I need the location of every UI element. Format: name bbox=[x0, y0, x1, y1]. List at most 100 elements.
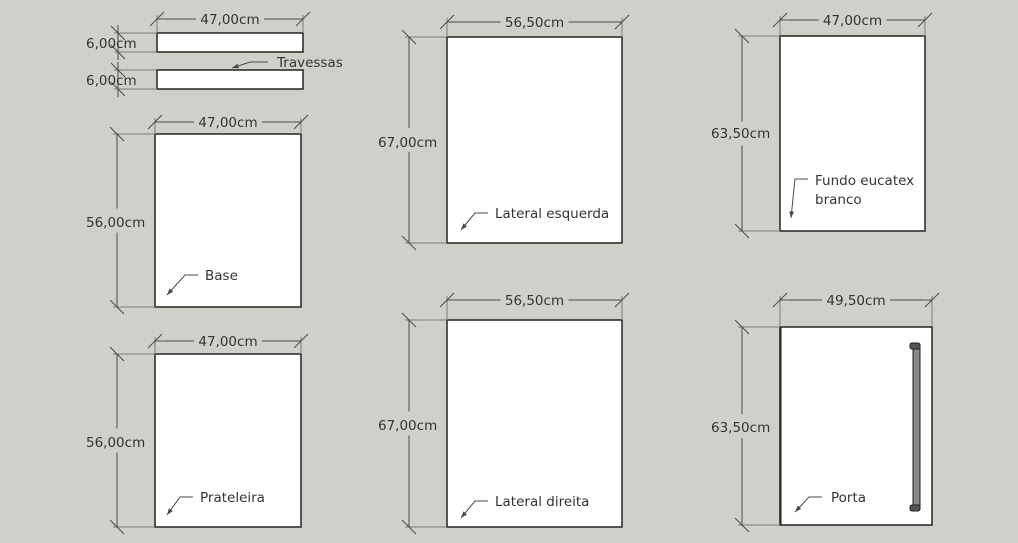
note-label: Lateral esquerda bbox=[495, 206, 609, 222]
leader-arrow-icon bbox=[461, 223, 468, 230]
dimension-tick bbox=[110, 62, 126, 78]
height-label: 56,00cm bbox=[86, 435, 145, 451]
width-dimension: 56,50cm bbox=[439, 14, 630, 37]
height-dimension: 56,00cm bbox=[86, 126, 155, 315]
panel-rect bbox=[156, 69, 304, 90]
handle-bar bbox=[912, 345, 921, 509]
leader-note: Lateral direita bbox=[460, 494, 589, 519]
leader-line bbox=[460, 500, 488, 519]
height-dimension: 63,50cm bbox=[711, 319, 780, 533]
dimension-tick bbox=[734, 223, 750, 239]
width-label: 47,00cm bbox=[198, 334, 257, 350]
handle-cap bbox=[909, 342, 921, 350]
dimension-tick bbox=[734, 319, 750, 335]
leader-arrow-icon bbox=[232, 63, 239, 69]
panel-travessa-2: 6,00cm bbox=[86, 62, 304, 97]
note-label: Travessas bbox=[276, 55, 343, 71]
dimension-tick bbox=[110, 25, 126, 41]
dimension-tick bbox=[293, 114, 309, 130]
dimension-tick bbox=[149, 11, 165, 27]
dimension-tick bbox=[772, 12, 788, 28]
width-label: 47,00cm bbox=[198, 115, 257, 131]
handle-cap bbox=[909, 504, 921, 512]
height-dimension: 63,50cm bbox=[711, 28, 780, 239]
height-label: 6,00cm bbox=[86, 36, 137, 52]
dimension-tick bbox=[401, 235, 417, 251]
dimension-tick bbox=[147, 114, 163, 130]
leader-arrow-icon bbox=[795, 505, 802, 512]
height-label: 63,50cm bbox=[711, 126, 770, 142]
dimension-tick bbox=[401, 29, 417, 45]
dimension-tick bbox=[734, 517, 750, 533]
width-dimension: 47,00cm bbox=[772, 12, 933, 36]
leader-line bbox=[166, 274, 198, 296]
leader-line bbox=[460, 212, 488, 231]
height-dimension: 6,00cm bbox=[86, 25, 157, 60]
dimension-tick bbox=[295, 11, 311, 27]
height-label: 6,00cm bbox=[86, 73, 137, 89]
note-label: Prateleira bbox=[200, 490, 265, 506]
dimension-tick bbox=[439, 14, 455, 30]
width-label: 49,50cm bbox=[826, 293, 885, 309]
note-label: Base bbox=[205, 268, 238, 284]
height-label: 56,00cm bbox=[86, 215, 145, 231]
width-label: 47,00cm bbox=[200, 12, 259, 28]
dimension-tick bbox=[110, 81, 126, 97]
height-dimension: 6,00cm bbox=[86, 62, 157, 97]
note-label: Fundo eucatex bbox=[815, 173, 914, 189]
leader-note: Base bbox=[166, 268, 238, 296]
height-dimension: 67,00cm bbox=[378, 312, 447, 535]
door-handle-icon bbox=[780, 327, 921, 525]
width-label: 56,50cm bbox=[505, 293, 564, 309]
width-dimension: 47,00cm bbox=[147, 114, 309, 134]
dimension-tick bbox=[917, 12, 933, 28]
panel-rect bbox=[446, 36, 623, 244]
leader-note: Prateleira bbox=[166, 490, 265, 516]
note-label: Porta bbox=[831, 490, 866, 506]
dimension-tick bbox=[924, 292, 940, 308]
width-dimension: 49,50cm bbox=[772, 292, 940, 327]
height-label: 67,00cm bbox=[378, 135, 437, 151]
panel-rect bbox=[156, 32, 304, 53]
dimension-tick bbox=[293, 333, 309, 349]
dimension-tick bbox=[734, 28, 750, 44]
panel-rect bbox=[446, 319, 623, 528]
leader-line bbox=[794, 496, 822, 513]
note-label: Lateral direita bbox=[495, 494, 589, 510]
leader-arrow-icon bbox=[789, 211, 795, 218]
dimension-tick bbox=[401, 519, 417, 535]
dimension-tick bbox=[109, 126, 125, 142]
leader-line bbox=[790, 178, 808, 219]
dimension-tick bbox=[109, 299, 125, 315]
dimension-tick bbox=[109, 519, 125, 535]
dimension-tick bbox=[772, 292, 788, 308]
panel-rect bbox=[779, 326, 933, 526]
panel-rect bbox=[779, 35, 926, 232]
leader-arrow-icon bbox=[167, 288, 174, 295]
leader-arrow-icon bbox=[461, 511, 468, 518]
dimension-tick bbox=[110, 44, 126, 60]
leader-note: Porta bbox=[794, 490, 866, 513]
dimension-tick bbox=[109, 346, 125, 362]
leader-note: Travessas bbox=[231, 55, 343, 71]
width-label: 47,00cm bbox=[823, 13, 882, 29]
leader-line bbox=[166, 496, 193, 516]
width-dimension: 47,00cm bbox=[147, 333, 309, 354]
leader-arrow-icon bbox=[167, 508, 173, 515]
width-label: 56,50cm bbox=[505, 15, 564, 31]
dimension-tick bbox=[147, 333, 163, 349]
height-dimension: 67,00cm bbox=[378, 29, 447, 251]
height-label: 67,00cm bbox=[378, 418, 437, 434]
dimension-tick bbox=[439, 292, 455, 308]
width-dimension: 56,50cm bbox=[439, 292, 630, 320]
panel-rect bbox=[154, 133, 302, 308]
